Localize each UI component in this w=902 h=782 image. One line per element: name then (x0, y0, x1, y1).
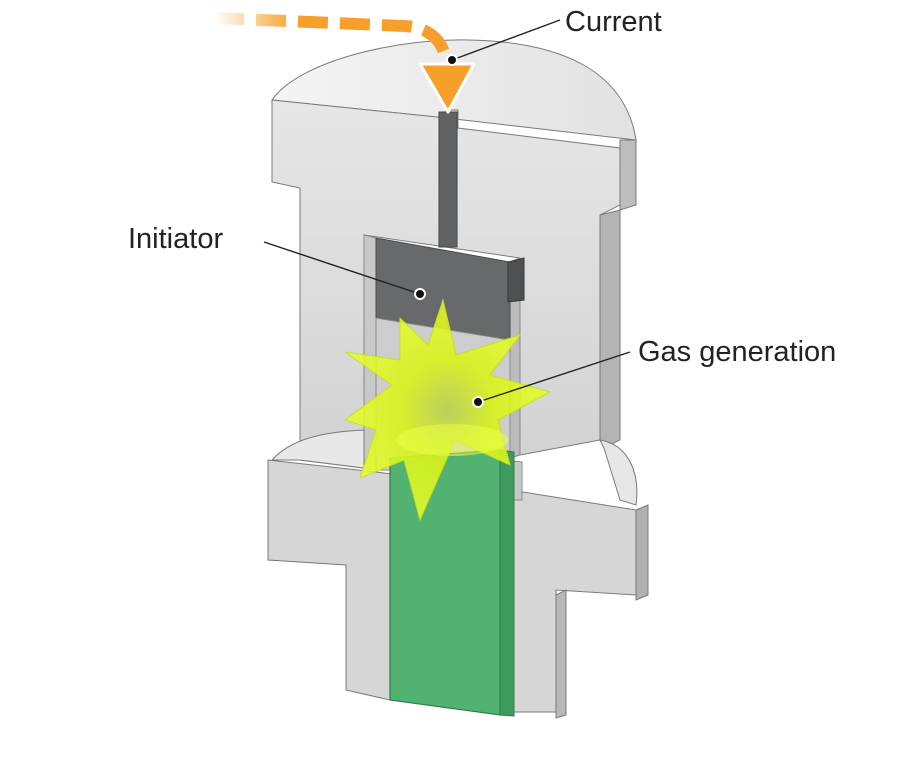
initiator-label: Initiator (128, 223, 224, 255)
gas-generation-label: Gas generation (638, 336, 837, 368)
starburst-icon (343, 298, 552, 522)
leader-lines (263, 19, 631, 408)
current-label: Current (565, 6, 662, 38)
propellant-column (389, 449, 515, 717)
arrow-down-icon (213, 12, 476, 114)
